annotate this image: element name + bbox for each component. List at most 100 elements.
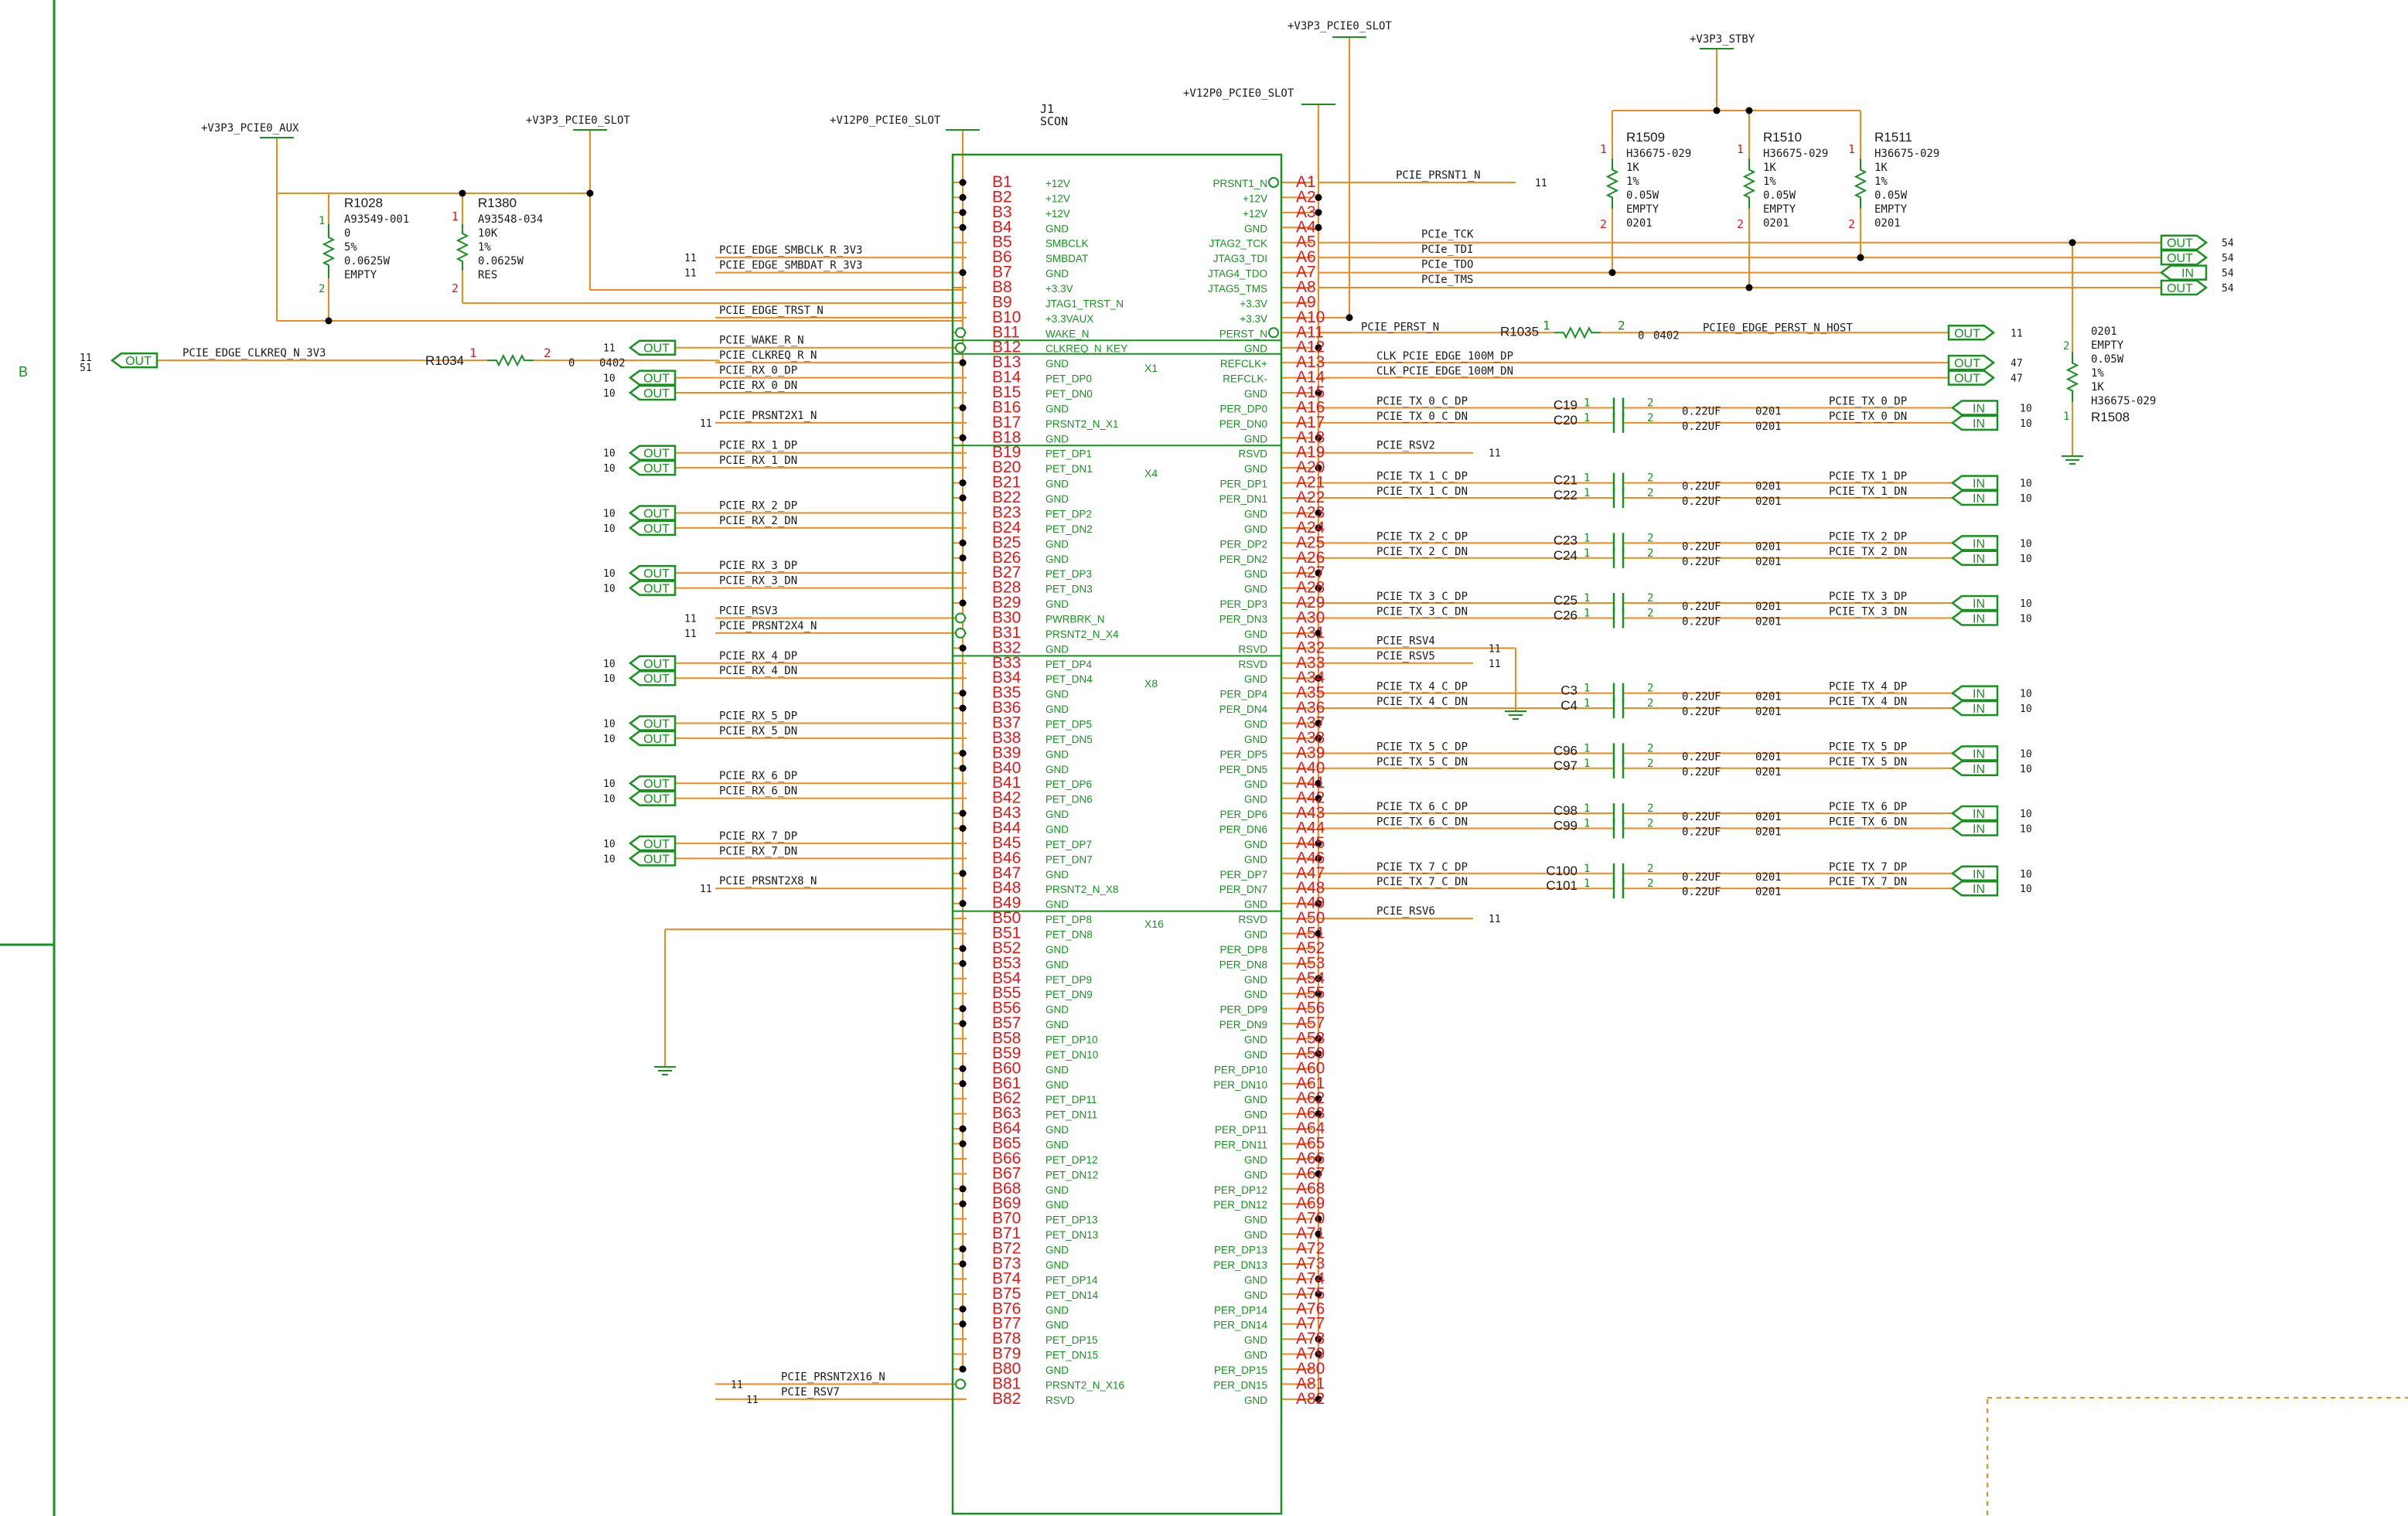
net-label: H36675-029	[2091, 395, 2156, 407]
offpage-port: OUT	[628, 775, 677, 792]
resistor-ref: R1511	[1874, 130, 1912, 145]
pin-name: PET_DP9	[1045, 974, 1092, 986]
page-ref: 11	[684, 268, 697, 280]
pin-number: 1	[2063, 411, 2069, 423]
pin-name: GND	[1244, 1034, 1267, 1046]
junction-dot	[959, 209, 967, 216]
pin-number: B56	[992, 1000, 1021, 1017]
pin-number: A9	[1296, 293, 1316, 311]
port-shape	[1950, 820, 1999, 836]
pin-number: B69	[992, 1194, 1021, 1212]
pin-number: 1	[1584, 742, 1590, 755]
junction-dot	[586, 189, 594, 197]
junction-dot	[459, 189, 466, 197]
net-label: 0.22UF	[1682, 540, 1721, 553]
page-ref: 10	[603, 568, 616, 580]
net-label: PCIE_TX_0_DN	[1829, 411, 1907, 423]
net-label: 0.0625W	[344, 255, 391, 267]
junction-dot	[1315, 524, 1322, 532]
pin-name: PET_DP11	[1045, 1094, 1097, 1105]
port-shape	[1950, 760, 1999, 777]
page-ref: 54	[2222, 238, 2234, 250]
key-label: KEY	[1106, 342, 1128, 354]
pin-name: GND	[1045, 809, 1069, 820]
page-ref: 10	[603, 388, 616, 400]
net-label: H36675-029	[1626, 148, 1691, 160]
page-ref: 11	[1489, 448, 1501, 460]
pin-number: B39	[992, 744, 1021, 761]
pin-name: GND	[1244, 1334, 1267, 1346]
offpage-port: IN	[1950, 594, 1999, 612]
connector-value: SCON	[1040, 114, 1068, 128]
pin-number: 1	[1584, 412, 1590, 424]
junction-dot	[959, 1260, 967, 1268]
junction-dot	[959, 539, 967, 547]
pin-name: PER_DP6	[1219, 809, 1267, 820]
pin-number: A45	[1296, 834, 1325, 852]
offpage-port: OUT	[1947, 370, 1996, 386]
net-label: 0.22UF	[1682, 766, 1721, 778]
pin-number: 2	[1647, 877, 1653, 890]
pin-number: B3	[992, 203, 1012, 221]
junction-dot	[959, 1245, 967, 1253]
capacitor-ref: C20	[1554, 413, 1577, 428]
port-shape	[628, 459, 677, 476]
pin-number: 1	[1584, 863, 1590, 875]
pin-number: 2	[1848, 217, 1855, 231]
net-label: PCIE_EDGE_TRST_N	[719, 305, 824, 317]
port-label: IN	[1973, 688, 1985, 701]
pin-name: PER_DN3	[1219, 613, 1267, 625]
offpage-port: IN	[1950, 745, 1999, 761]
port-label: OUT	[643, 733, 670, 746]
pin-number: A79	[1296, 1345, 1325, 1363]
junction-dot	[1315, 1170, 1322, 1177]
offpage-port: IN	[1950, 700, 1999, 717]
page-ref: 10	[2020, 703, 2032, 715]
junction-dot	[959, 1185, 967, 1193]
net-label: 0.22UF	[1682, 751, 1721, 763]
pin-number: A22	[1296, 489, 1325, 506]
junction-dot	[959, 704, 967, 712]
pin-name: GND	[1045, 689, 1069, 700]
net-label: 0	[1638, 329, 1644, 342]
pin-name: PET_DP2	[1045, 508, 1092, 520]
port-label: OUT	[2167, 252, 2193, 265]
net-label: PCIE_RSV2	[1376, 440, 1435, 452]
pin-name: PER_DN5	[1219, 764, 1267, 775]
pin-name: PRSNT2_N_X4	[1045, 629, 1119, 640]
offpage-port: OUT	[628, 835, 677, 852]
page-ref: 10	[603, 778, 616, 790]
port-shape	[1950, 594, 1999, 612]
pin-number: B76	[992, 1300, 1021, 1317]
pin-name: PET_DP5	[1045, 718, 1092, 730]
net-label: PCIE_RX_7_DN	[719, 845, 797, 857]
pin-number: 1	[1584, 487, 1590, 499]
pin-number: 2	[1647, 742, 1653, 755]
pin-number: A47	[1296, 864, 1325, 882]
offpage-port: OUT	[1947, 325, 1996, 341]
inverted-pin-bubble	[955, 327, 966, 339]
pin-name: PER_DN7	[1219, 884, 1267, 895]
pin-number: A11	[1296, 323, 1324, 341]
net-label: 0201	[1755, 481, 1782, 493]
pin-number: A2	[1296, 188, 1316, 206]
page-ref: 11	[1535, 178, 1547, 189]
net-label: PCIE_TX_4_DP	[1829, 681, 1907, 693]
pin-number: B58	[992, 1030, 1021, 1048]
pin-name: GND	[1244, 1274, 1267, 1286]
port-label: OUT	[643, 462, 670, 475]
pin-name: JTAG2_TCK	[1209, 238, 1267, 250]
port-label: OUT	[643, 507, 670, 520]
pin-number: A69	[1296, 1194, 1325, 1212]
pin-number: B4	[992, 218, 1012, 236]
pin-name: RSVD	[1238, 659, 1267, 670]
page-ref: 10	[603, 523, 616, 535]
pin-number: B18	[992, 428, 1021, 446]
net-label: PCIE_RSV4	[1376, 635, 1435, 647]
pin-name: WAKE_N	[1045, 328, 1090, 339]
pin-name: SMBDAT	[1045, 253, 1088, 264]
inverted-pin-bubble	[1268, 177, 1279, 188]
pin-name: PER_DP15	[1214, 1364, 1267, 1376]
port-label: IN	[1973, 553, 1985, 566]
